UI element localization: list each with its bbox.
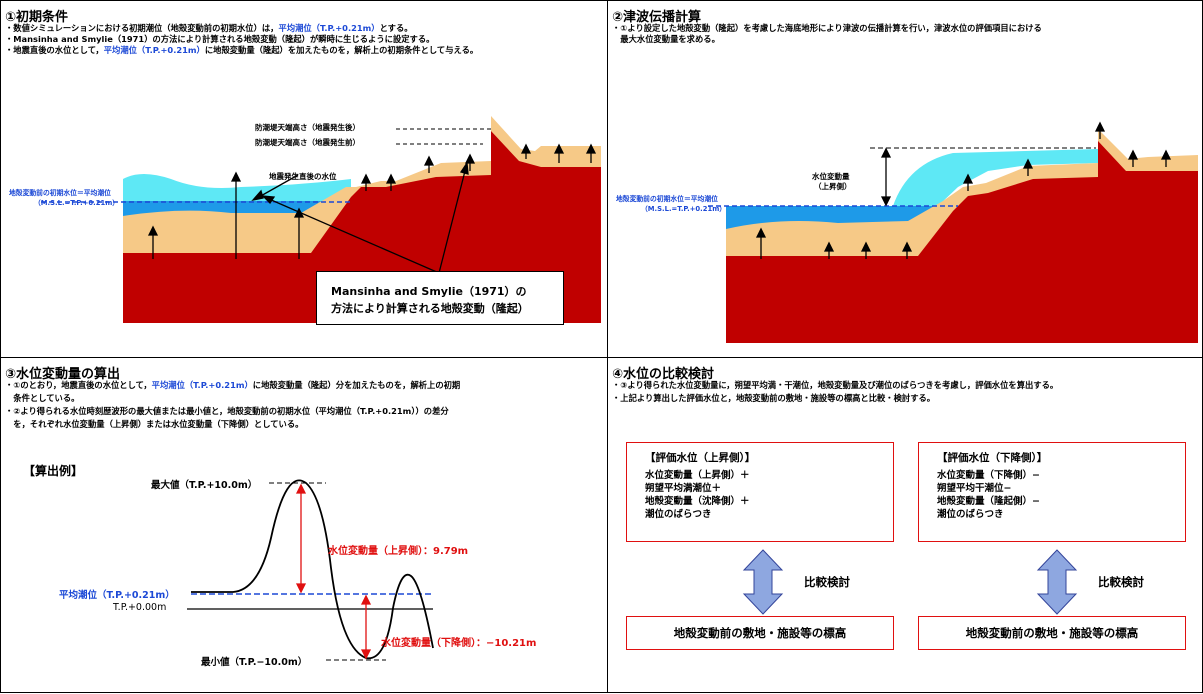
panel1-bullet-1: ・数値シミュレーションにおける初期潮位（地殻変動前の初期水位）は，平均潮位（T.… [5, 23, 413, 33]
panel4-title: ④水位の比較検討 [612, 367, 715, 382]
panel3-down-label: 水位変動量（下降側）：−10.21m [381, 638, 537, 649]
panel1-label-water-after: 地震発生直後の水位 [269, 172, 337, 181]
panel1-title: ①初期条件 [5, 10, 69, 25]
panel3-up-arrow [295, 483, 307, 594]
panel3-min-label: 最小値（T.P.−10.0m） [201, 657, 308, 668]
panel3-title: ③水位変動量の算出 [5, 367, 121, 382]
panel1-uplift-arrows [147, 143, 597, 259]
panel3-waveform [187, 479, 434, 661]
panel1-bullet-3: ・地震直後の水位として，平均潮位（T.P.+0.21m）に地殻変動量（隆起）を加… [5, 45, 479, 55]
ground-elevation-box-left: 地殻変動前の敷地・施設等の標高 [626, 616, 894, 650]
panel-tsunami-propagation: ②津波伝播計算 ・①より設定した地殻変動（隆起）を考慮した海底地形により津波の伝… [607, 0, 1203, 358]
panel4-bullet-2: ・上記より算出した評価水位と，地殻変動前の敷地・施設等の標高と比較・検討する。 [612, 393, 936, 403]
panel3-mean-label: 平均潮位（T.P.+0.21m） [59, 590, 175, 601]
panel2-title: ②津波伝播計算 [612, 10, 702, 25]
panel3-down-arrow [360, 594, 372, 660]
panel1-label-crest-after: 防潮堤天端高さ（地震発生後） [255, 123, 360, 132]
panel2-ground [726, 141, 1198, 343]
panel3-bullet-1: ・①のとおり，地震直後の水位として，平均潮位（T.P.+0.21m）に地殻変動量… [5, 380, 461, 390]
panel2-label-change: 水位変動量 [812, 172, 850, 181]
compare-label-right: 比較検討 [1098, 575, 1144, 589]
panel2-tsunami-wave [893, 149, 1098, 206]
panel2-bullet-1: ・①より設定した地殻変動（隆起）を考慮した海底地形により津波の伝播計算を行い，津… [612, 23, 1042, 33]
eval-fall-line-4: 潮位のばらつき [937, 509, 1004, 520]
compare-arrow-right-icon [1036, 549, 1078, 615]
ground-elevation-box-right: 地殻変動前の敷地・施設等の標高 [918, 616, 1186, 650]
eval-fall-line-1: 水位変動量（下降側）− [937, 470, 1040, 481]
panel-water-level-change: ③水位変動量の算出 ・①のとおり，地震直後の水位として，平均潮位（T.P.+0.… [0, 357, 608, 693]
panel3-bullet-4: を，それぞれ水位変動量（上昇側）または水位変動量（下降側）としている。 [5, 419, 304, 429]
ground-elevation-label-left: 地殻変動前の敷地・施設等の標高 [673, 626, 847, 640]
eval-rise-title: 【評価水位（上昇側）】 [645, 452, 756, 464]
panel4-bullet-1: ・③より得られた水位変動量に，朔望平均満・干潮位，地殻変動量及び潮位のばらつきを… [612, 380, 1059, 390]
panel3-bullet-2: 条件としている。 [5, 393, 80, 403]
eval-fall-box: 【評価水位（下降側）】 水位変動量（下降側）− 朔望平均干潮位− 地殻変動量（隆… [918, 442, 1186, 542]
eval-rise-line-1: 水位変動量（上昇側）＋ [645, 470, 750, 481]
compare-label-left: 比較検討 [804, 575, 850, 589]
eval-fall-line-2: 朔望平均干潮位− [937, 483, 1012, 494]
compare-arrow-left-icon [742, 549, 784, 615]
eval-rise-line-2: 朔望平均満潮位＋ [645, 483, 722, 494]
eval-rise-box: 【評価水位（上昇側）】 水位変動量（上昇側）＋ 朔望平均満潮位＋ 地殻変動量（沈… [626, 442, 894, 542]
panel3-bullet-3: ・②より得られる水位時刻歴波形の最大値または最小値と，地殻変動前の初期水位（平均… [5, 406, 449, 416]
panel2-cross-section [708, 121, 1198, 343]
panel2-label-initial-level: 地殻変動前の初期水位＝平均潮位 [616, 195, 718, 203]
panel3-example-label: 【算出例】 [23, 464, 84, 478]
panel2-label-change-side: （上昇側） [814, 182, 852, 191]
panel-water-level-comparison: ④水位の比較検討 ・③より得られた水位変動量に，朔望平均満・干潮位，地殻変動量及… [607, 357, 1203, 693]
ground-elevation-label-right: 地殻変動前の敷地・施設等の標高 [965, 626, 1139, 640]
panel2-bullet-2: 最大水位変動量を求める。 [612, 34, 720, 44]
panel1-method-line1: Mansinha and Smylie（1971）の [331, 285, 527, 298]
panel1-label-initial-msl: （M.S.L.=T.P.+0.21m） [34, 199, 120, 207]
eval-rise-line-3: 地殻変動量（沈降側）＋ [645, 496, 750, 507]
panel2-uplift-arrows [755, 121, 1172, 259]
panel3-wave-curve [191, 479, 434, 660]
panel1-pointer-lines [251, 161, 469, 274]
panel1-method-box: Mansinha and Smylie（1971）の 方法により計算される地殻変… [316, 271, 564, 325]
panel3-up-label: 水位変動量（上昇側）：9.79m [328, 546, 469, 557]
panel1-sea-water [123, 174, 351, 201]
panel3-zero-label: T.P.+0.00m [113, 602, 167, 613]
panel1-bullet-2: ・Mansinha and Smylie（1971）の方法により計算される地殻変… [5, 34, 435, 44]
panel2-change-arrow [880, 147, 892, 207]
panel4-compare-arrows [742, 549, 1078, 615]
panel1-label-crest-before: 防潮堤天端高さ（地震発生前） [255, 138, 360, 147]
panel2-label-initial-msl: （M.S.L.=T.P.+0.21m） [641, 205, 727, 213]
panel1-label-initial-level: 地殻変動前の初期水位＝平均潮位 [9, 189, 111, 197]
eval-fall-line-3: 地殻変動量（隆起側）− [937, 496, 1040, 507]
panel-initial-conditions: ①初期条件 ・数値シミュレーションにおける初期潮位（地殻変動前の初期水位）は，平… [0, 0, 608, 358]
eval-fall-title: 【評価水位（下降側）】 [937, 452, 1048, 464]
panel1-method-line2: 方法により計算される地殻変動（隆起） [331, 302, 529, 315]
panel3-max-label: 最大値（T.P.+10.0m） [151, 480, 258, 491]
eval-rise-line-4: 潮位のばらつき [645, 509, 712, 520]
